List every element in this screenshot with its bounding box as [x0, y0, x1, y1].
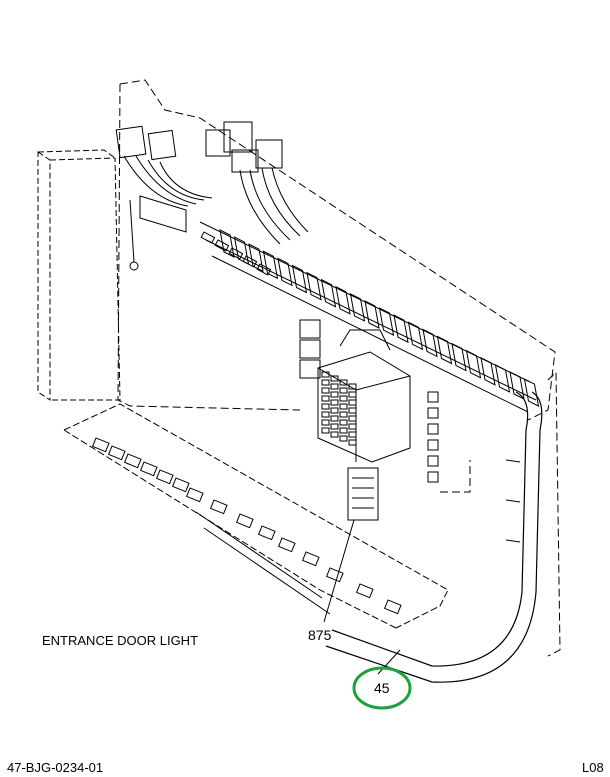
- tray-cells: [91, 437, 402, 615]
- comb-tooth: [451, 342, 467, 372]
- comb-tooth: [291, 264, 308, 294]
- side-tab: [427, 391, 439, 403]
- comb-tooth: [465, 349, 482, 379]
- fuse-cell: [330, 375, 339, 382]
- comb-tooth: [407, 321, 424, 351]
- comb-tooth: [393, 314, 409, 344]
- comb-tooth: [219, 229, 235, 258]
- connector-strip: [347, 467, 379, 521]
- fuse-cell: [339, 379, 348, 386]
- tray-cell: [301, 551, 320, 567]
- fuse-cell: [348, 439, 357, 446]
- fuse-cell: [339, 395, 348, 402]
- fuse-cell: [330, 399, 339, 406]
- fuse-plug: [228, 247, 244, 260]
- back-plate: [117, 79, 561, 657]
- entrance-door-light-label: ENTRANCE DOOR LIGHT: [42, 633, 199, 648]
- tray-cell: [355, 583, 374, 599]
- side-tab: [427, 471, 439, 483]
- fuse-cell: [339, 403, 348, 410]
- tray-cell: [277, 537, 296, 553]
- fuse-cell: [321, 403, 330, 410]
- part-callout-875[interactable]: 875: [308, 627, 332, 643]
- fuse-plug: [242, 255, 258, 268]
- side-tab: [427, 423, 439, 435]
- fuse-cell: [339, 427, 348, 434]
- fuse-cell: [330, 415, 339, 422]
- fuse-cell: [348, 423, 357, 430]
- harness-conduit: [195, 391, 543, 683]
- fuse-cell: [321, 387, 330, 394]
- tray-cell: [235, 513, 254, 529]
- fuse-cell: [348, 383, 357, 390]
- highlight-circle: [352, 666, 412, 710]
- fuse-cell: [330, 407, 339, 414]
- fuse-cell: [321, 411, 330, 418]
- comb-tooth: [422, 328, 438, 358]
- comb-tooth: [523, 378, 540, 407]
- comb-tooth: [349, 293, 366, 322]
- relay-cluster: [115, 121, 309, 271]
- side-tabs: [427, 391, 439, 483]
- side-tab: [427, 455, 439, 467]
- comb-tooth: [480, 356, 496, 386]
- tray-cell: [185, 487, 204, 503]
- tray-cell: [383, 599, 402, 615]
- fuse-block: [299, 319, 411, 463]
- fuse-cell: [321, 419, 330, 426]
- tray-cell: [91, 437, 110, 453]
- tray-cell: [139, 461, 158, 477]
- comb-tooth: [436, 335, 453, 365]
- comb-tooth: [364, 300, 380, 329]
- fuse-plug: [256, 263, 272, 276]
- comb-tooth: [509, 371, 525, 400]
- fuse-row: [200, 231, 272, 276]
- fuse-cell: [348, 391, 357, 398]
- fuse-cell: [348, 407, 357, 414]
- sheet-code: L08: [582, 760, 604, 775]
- fuse-cell: [321, 379, 330, 386]
- tray-cell: [171, 477, 190, 493]
- fuse-cell: [321, 371, 330, 378]
- tray-cell: [123, 453, 142, 469]
- fuse-cell: [339, 435, 348, 442]
- fuse-cell: [339, 387, 348, 394]
- leader-lines: [323, 519, 401, 675]
- drawing-number: 47-BJG-0234-01: [7, 760, 104, 775]
- fuse-cell: [348, 431, 357, 438]
- comb-teeth: [219, 229, 540, 407]
- tray-cell: [209, 499, 228, 515]
- comb-tooth: [335, 285, 351, 315]
- fuse-cell: [330, 423, 339, 430]
- tray-cell: [325, 567, 344, 583]
- fuse-cell: [330, 431, 339, 438]
- tray-cell: [257, 525, 276, 541]
- fuse-plug: [214, 239, 230, 252]
- fuse-plug: [200, 231, 216, 244]
- comb-tooth: [262, 250, 279, 280]
- fuse-cell: [348, 399, 357, 406]
- comb-tooth: [320, 278, 337, 308]
- fuse-cells: [321, 371, 357, 446]
- fuse-cell: [339, 411, 348, 418]
- fuse-cell: [330, 391, 339, 398]
- left-bracket: [37, 149, 121, 401]
- fuse-cell: [348, 415, 357, 422]
- fuse-cell: [321, 395, 330, 402]
- side-tab: [427, 407, 439, 419]
- fuse-cell: [330, 383, 339, 390]
- lower-tray: [63, 403, 449, 629]
- fuse-cell: [321, 427, 330, 434]
- tray-cell: [107, 445, 126, 461]
- part-callout-45[interactable]: 45: [374, 680, 390, 696]
- side-tab: [427, 439, 439, 451]
- tray-cell: [155, 469, 174, 485]
- comb-tooth: [494, 364, 511, 393]
- comb-tooth: [378, 307, 395, 336]
- fuse-cell: [339, 419, 348, 426]
- comb-tooth: [277, 257, 293, 287]
- comb-tooth: [306, 271, 322, 301]
